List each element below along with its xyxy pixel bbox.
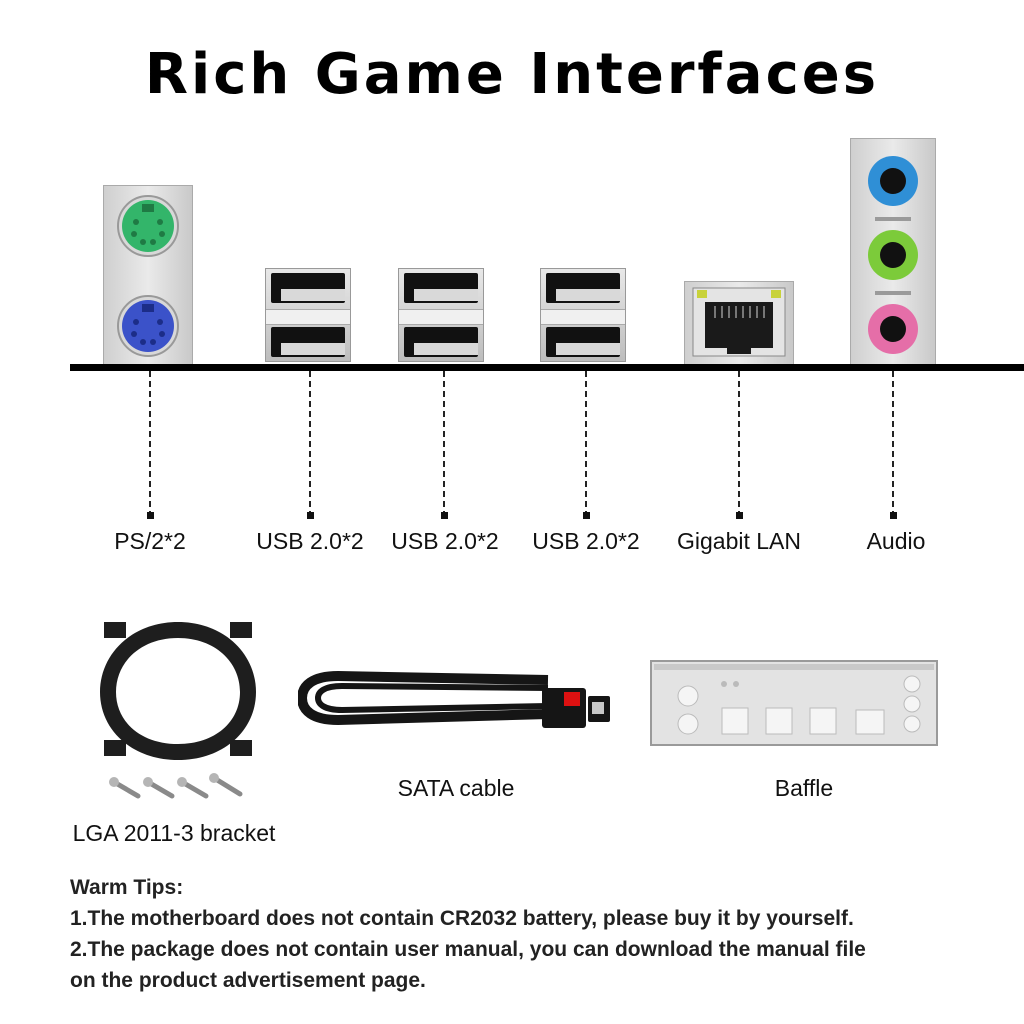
port-label-audio: Audio [866, 528, 926, 554]
leader-dot [441, 512, 448, 519]
cpu-bracket-icon [96, 618, 260, 808]
usb-ports-icon [398, 268, 484, 362]
leader-dot [890, 512, 897, 519]
usb-ports-icon [540, 268, 626, 362]
port-label-usb: USB 2.0*2 [532, 528, 640, 554]
tip-line: 2.The package does not contain user manu… [70, 938, 866, 961]
leader-line [738, 371, 740, 517]
tips-heading: Warm Tips: [70, 876, 184, 899]
leader-line [443, 371, 445, 517]
leader-dot [736, 512, 743, 519]
audio-jacks-icon [850, 138, 936, 366]
usb-ports-icon [265, 268, 351, 362]
accessory-label-baffle: Baffle [774, 775, 834, 801]
lan-port-icon [684, 281, 794, 365]
port-label-usb: USB 2.0*2 [391, 528, 499, 554]
port-label-ps2: PS/2*2 [114, 528, 186, 554]
io-shield-graphic [650, 660, 938, 746]
lan-port-graphic [692, 287, 786, 357]
leader-line [149, 371, 151, 517]
leader-dot [307, 512, 314, 519]
ps2-ports-graphic [117, 195, 179, 357]
sata-cable-icon [297, 662, 618, 740]
port-label-usb: USB 2.0*2 [256, 528, 364, 554]
cpu-bracket-graphic [100, 622, 256, 799]
leader-dot [583, 512, 590, 519]
page-title: Rich Game Interfaces [144, 42, 880, 107]
tip-line: on the product advertisement page. [70, 969, 426, 992]
leader-line [892, 371, 894, 517]
sata-cable-graphic [297, 671, 610, 728]
ps2-ports-icon [103, 185, 193, 366]
warm-tips: Warm Tips: 1.The motherboard does not co… [70, 872, 970, 996]
port-label-lan: Gigabit LAN [676, 528, 802, 554]
leader-dot [147, 512, 154, 519]
leader-line [585, 371, 587, 517]
tip-line: 1.The motherboard does not contain CR203… [70, 907, 854, 930]
accessory-label-sata: SATA cable [397, 775, 515, 801]
leader-line [309, 371, 311, 517]
accessory-label-bracket: LGA 2011-3 bracket [72, 820, 276, 846]
audio-jacks-graphic [868, 156, 918, 354]
io-shield-icon [650, 660, 938, 746]
io-panel-line [70, 364, 1024, 371]
